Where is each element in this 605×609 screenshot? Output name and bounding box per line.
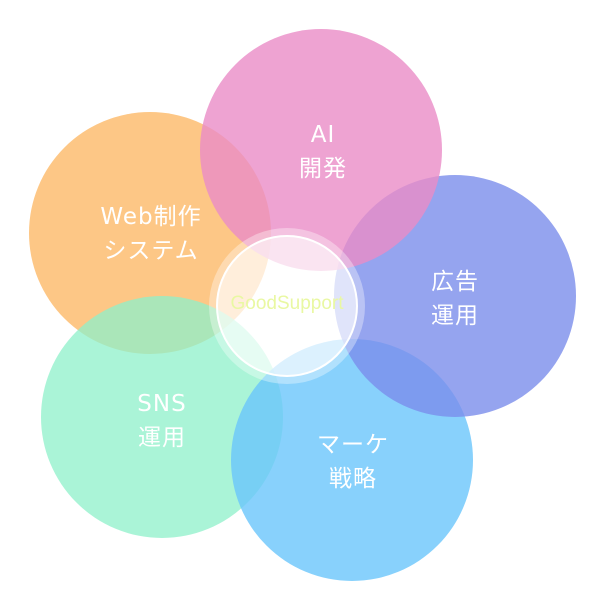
petal-web-line1: Web制作	[100, 204, 202, 230]
petal-label-marketing: マーケ 戦略	[253, 428, 453, 496]
center-ring	[216, 235, 358, 377]
center-label: GoodSupport	[230, 293, 344, 314]
petal-ai-line2: 開発	[299, 156, 347, 182]
circle-ai	[200, 29, 442, 271]
circle-sns	[41, 296, 283, 538]
petal-marketing-line1: マーケ	[317, 432, 389, 458]
petal-ad-line1: 広告	[431, 269, 479, 295]
petal-label-sns: SNS 運用	[62, 387, 262, 455]
petal-label-web: Web制作 システム	[51, 200, 251, 268]
petal-web-line2: システム	[103, 238, 199, 264]
petal-marketing-line2: 戦略	[329, 466, 377, 492]
petal-sns-line1: SNS	[137, 391, 187, 417]
petal-label-ad: 広告 運用	[355, 265, 555, 333]
petal-ad-line2: 運用	[431, 303, 479, 329]
petal-ai-line1: AI	[310, 122, 336, 148]
petal-label-ai: AI 開発	[223, 118, 423, 186]
petal-sns-line2: 運用	[138, 425, 186, 451]
